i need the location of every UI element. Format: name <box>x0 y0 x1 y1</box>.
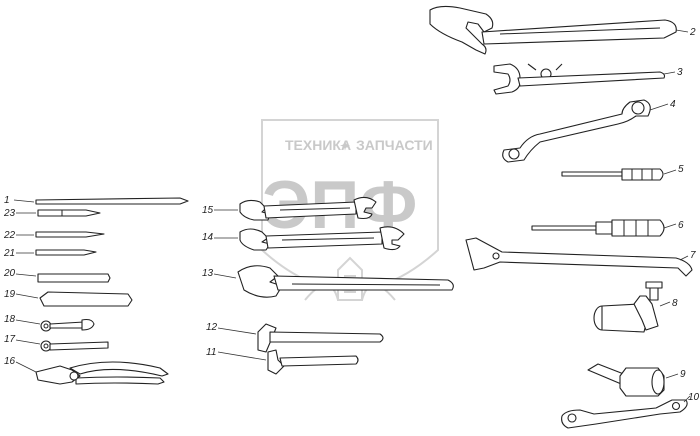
callout-17: 17 <box>4 334 16 345</box>
screwdriver-small-5 <box>561 168 677 181</box>
t-socket-9 <box>587 363 679 397</box>
watermark-text-left: ТЕХНИКА <box>285 137 351 153</box>
callout-9: 9 <box>680 369 686 380</box>
open-end-wrench-13 <box>213 265 454 298</box>
callout-13: 13 <box>202 268 214 279</box>
file-19 <box>15 291 133 307</box>
adjuster-tool-8 <box>593 281 671 333</box>
callout-3: 3 <box>677 67 683 78</box>
callout-21: 21 <box>3 248 15 259</box>
punch-21 <box>16 249 97 256</box>
screwdriver-large-6 <box>531 219 677 237</box>
callout-15: 15 <box>202 205 214 216</box>
callout-16: 16 <box>4 356 16 367</box>
callout-20: 20 <box>3 268 16 279</box>
small-wrench-18 <box>15 318 95 332</box>
small-wrench-17 <box>15 339 109 352</box>
callout-19: 19 <box>4 289 16 300</box>
callout-10: 10 <box>688 392 700 403</box>
punch-22 <box>16 231 105 238</box>
offset-box-wrench-4 <box>502 99 669 163</box>
adjustable-wrench-2 <box>429 5 689 55</box>
callout-5: 5 <box>678 164 684 175</box>
open-end-wrench-14 <box>214 226 405 251</box>
drift-1 <box>13 197 189 205</box>
callout-23: 23 <box>3 208 16 219</box>
callout-1: 1 <box>4 195 10 206</box>
hammer-11 <box>217 349 359 375</box>
watermark-text-right: ЗАПЧАСТИ <box>356 137 433 153</box>
callout-12: 12 <box>206 322 218 333</box>
callout-7: 7 <box>690 250 696 261</box>
callout-8: 8 <box>672 298 678 309</box>
pliers-16 <box>15 361 169 385</box>
hook-lever-7 <box>465 237 693 277</box>
hammer-12 <box>217 323 384 353</box>
callout-4: 4 <box>670 99 676 110</box>
punch-23 <box>16 209 101 217</box>
watermark-divider-icon: ✦ <box>340 139 350 153</box>
callout-22: 22 <box>3 230 16 241</box>
callout-6: 6 <box>678 220 684 231</box>
callout-14: 14 <box>202 232 214 243</box>
open-end-wrench-15 <box>214 196 377 221</box>
callout-18: 18 <box>4 314 16 325</box>
hook-spanner-3 <box>493 63 676 95</box>
flat-spanner-10 <box>561 395 691 429</box>
callout-2: 2 <box>689 27 696 38</box>
flat-bar-20 <box>15 273 111 283</box>
callout-11: 11 <box>206 347 216 358</box>
